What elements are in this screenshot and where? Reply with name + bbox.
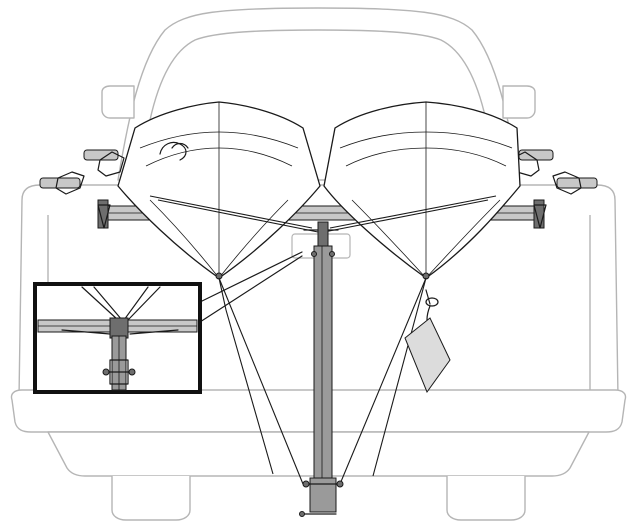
strap-right-to-post [329, 195, 497, 229]
hitch-receiver [309, 477, 337, 513]
callout-pointer-upper [199, 251, 303, 303]
truck-mirror-right [502, 85, 536, 119]
tie-down-straps [149, 195, 497, 485]
bow-line-right [339, 277, 427, 485]
truck-tire-right [446, 476, 526, 521]
kayak-left [117, 101, 321, 280]
truck-rear-window [149, 29, 487, 121]
rack-clamp-right-lower [556, 177, 598, 189]
red-flag-tag [404, 289, 451, 394]
hitch-mounted-support-post [299, 221, 344, 517]
bow-line-left [218, 277, 304, 485]
support-post [313, 245, 333, 481]
kayak-right [323, 101, 521, 280]
strap-left-to-post [149, 195, 313, 229]
truck-mirror-left [101, 85, 135, 119]
rack-clamp-left-upper [83, 149, 119, 161]
detail-callout [199, 251, 303, 323]
rack-clamp-right-upper [518, 149, 554, 161]
callout-pointer-lower [199, 255, 303, 323]
detail-inset [33, 282, 202, 394]
rack-clamp-left-lower [39, 177, 81, 189]
truck-tire-left [111, 476, 191, 521]
